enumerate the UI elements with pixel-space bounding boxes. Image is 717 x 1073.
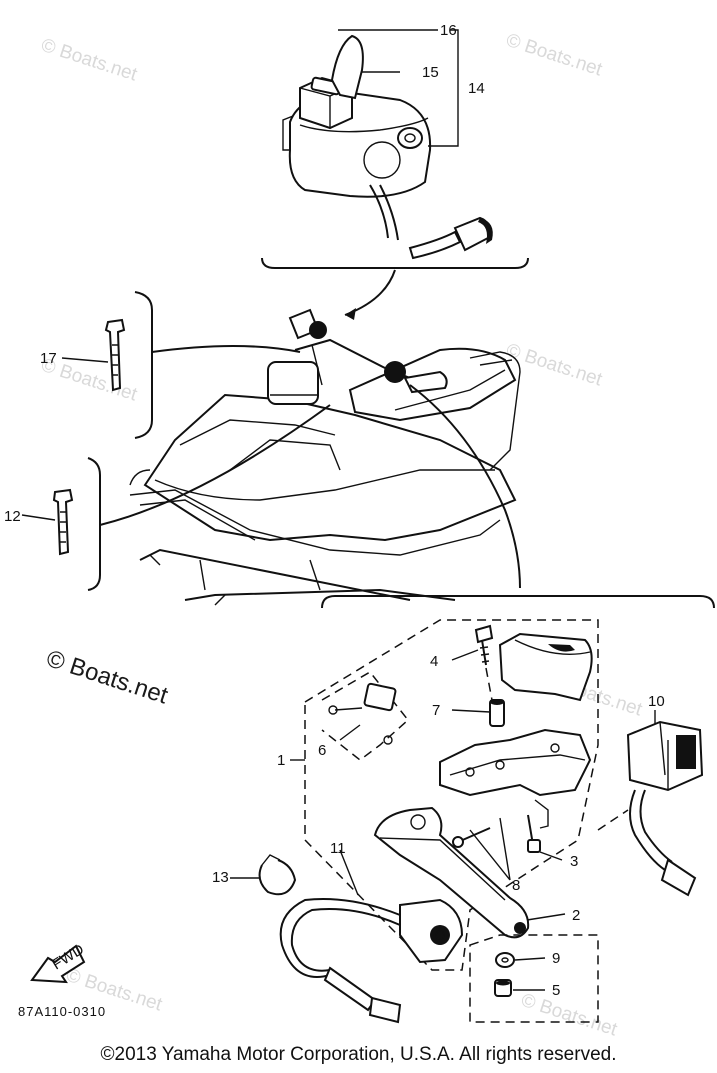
callout-2: 2 (572, 907, 580, 924)
watermark: © Boats.net (38, 35, 140, 86)
switch-assembly (261, 29, 529, 269)
callout-17: 17 (40, 350, 57, 367)
leader-arrow (344, 269, 396, 316)
screw-3 (527, 814, 563, 861)
cable-tie-12 (21, 404, 331, 591)
clamp-13 (230, 854, 297, 896)
bracket-bottom (321, 595, 715, 609)
callout-8: 8 (512, 877, 520, 894)
snowmobile-illustration (129, 308, 521, 606)
nut-5 (494, 979, 545, 997)
callout-1: 1 (277, 752, 285, 769)
copyright-notice: ©2013 Yamaha Motor Corporation, U.S.A. A… (100, 1044, 617, 1065)
callout-14: 14 (468, 80, 485, 97)
callout-12: 12 (4, 508, 21, 525)
leader-curve (409, 384, 521, 589)
nut-9 (495, 952, 546, 968)
brake-lever-2 (373, 806, 530, 939)
callout-11: 11 (330, 840, 346, 857)
callout-15: 15 (422, 64, 439, 81)
bolt-4 (451, 624, 494, 701)
callout-9: 9 (552, 950, 560, 967)
callout-3: 3 (570, 853, 578, 870)
spacer-7 (451, 699, 505, 727)
callout-6: 6 (318, 742, 326, 759)
callout-7: 7 (432, 702, 440, 719)
master-cylinder (439, 728, 592, 797)
callout-10: 10 (648, 693, 665, 710)
diagram-code: 87A110-0310 (18, 1004, 106, 1019)
switch-6 (321, 671, 410, 761)
watermark-main: © Boats.net (43, 645, 171, 710)
stop-switch-11 (279, 849, 464, 1024)
callout-16: 16 (440, 22, 457, 39)
callout-13: 13 (212, 869, 229, 886)
callout-4: 4 (430, 653, 438, 670)
hardware-group (469, 934, 599, 1023)
callout-5: 5 (552, 982, 560, 999)
watermark: © Boats.net (503, 30, 605, 81)
watermark: © Boats.net (518, 990, 620, 1041)
cable-tie-17 (61, 291, 301, 439)
brake-switch-10 (597, 710, 704, 897)
reservoir-cover (498, 632, 593, 702)
arrow-head (345, 308, 356, 320)
pivot-bolt-8 (452, 817, 511, 881)
